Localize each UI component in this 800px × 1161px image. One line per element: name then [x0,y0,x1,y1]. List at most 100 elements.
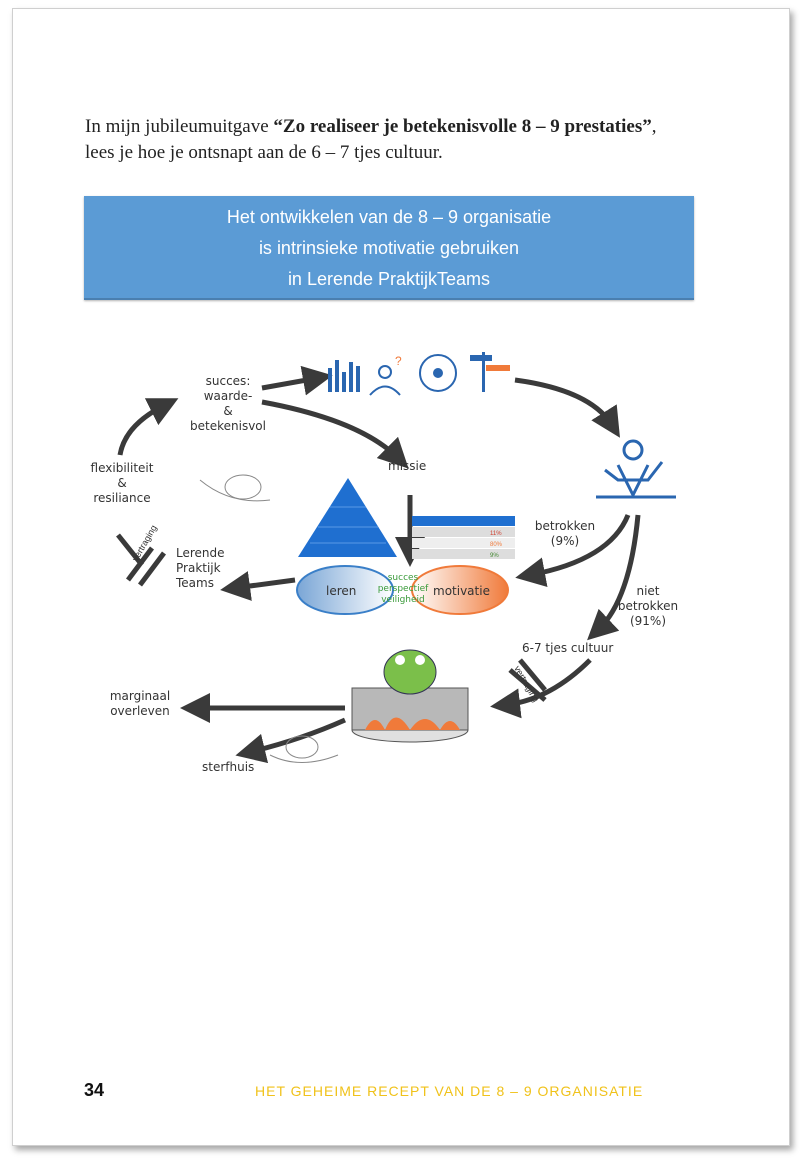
intro-text: , [651,116,657,137]
diagram-shape [482,352,485,392]
diagram-shape [470,355,492,361]
diagram-label: resiliance [93,491,150,505]
diagram-label: waarde- [204,389,253,403]
arrow-to-employee [514,377,620,438]
diagram-label: ? [395,354,402,368]
delay-symbol-left [116,533,166,587]
diagram-label: & [117,476,126,490]
arrow-to-missie [261,399,409,469]
diagram-label: Teams [175,576,214,590]
diagram-shape [116,533,144,567]
arrow-niet-betrokken [587,514,641,641]
diagram-shape [622,439,644,461]
arrow-to-frog [490,658,592,719]
diagram-shape [342,372,346,392]
lerende-praktijk-teams-label: Lerende Praktijk Teams [175,546,225,590]
cultuur-label: 6-7 tjes cultuur [522,641,613,655]
diagram-shape [616,464,650,499]
flexibility-label: flexibiliteit & resiliance [91,461,154,505]
diagram-label: perspectief [378,584,429,594]
table-value: 11% [490,531,502,537]
marginaal-label: marginaal overleven [110,689,170,718]
confused-person-icon: ? [369,354,402,396]
diagram-label: & [223,404,232,418]
diagram-shape [328,368,332,392]
niet-betrokken-label: niet betrokken (91%) [618,584,678,628]
flow-arrows [117,365,641,764]
diagram-shape [126,546,154,582]
arrow-to-teams [220,571,296,601]
diagram-label: niet [636,584,659,598]
diagram-shape [285,735,319,759]
betrokken-label: betrokken (9%) [535,519,595,548]
engagement-table: 11% 80% 9% [412,516,515,559]
diagram-shape [433,368,443,378]
center-values: succes perspectief veiligheid [378,573,429,605]
diagram-shape [518,658,547,692]
banner-line: is intrinsieke motivatie gebruiken [258,238,520,258]
network-icon [419,354,457,392]
diagram-shape [378,365,392,379]
sterfhuis-label: sterfhuis [202,760,254,774]
pyramid-graphic [298,478,397,557]
diagram-shape [349,362,353,392]
diagram-shape [415,655,425,665]
diagram-label: (91%) [630,614,666,628]
intro-paragraph: In mijn jubileumuitgave “Zo realiseer je… [85,114,725,166]
diagram-label: (9%) [551,534,579,548]
diagram-label: veiligheid [381,595,425,605]
page-number: 34 [84,1080,105,1100]
diagram-label: flexibiliteit [91,461,154,475]
diagram-shape [365,717,460,730]
diagram-label: succes [388,573,419,583]
diagram-label: succes: [206,374,251,388]
diagram-shape [412,516,515,526]
motivatie-loop [411,565,509,615]
diagram-shape [199,479,271,502]
snail-sketch [269,735,339,763]
intro-text: In mijn jubileumuitgave [85,116,274,137]
diagram-shape [419,354,457,392]
diagram-shape [356,366,360,392]
table-value: 9% [490,553,499,559]
motivatie-label: motivatie [433,584,490,598]
missie-label: missie [388,459,426,473]
running-footer-title: HET GEHEIME RECEPT VAN DE 8 – 9 ORGANISA… [255,1083,644,1099]
banner-line: in Lerende PraktijkTeams [287,269,491,289]
arrow-flex-succes [117,398,179,456]
succes-label: succes: waarde- & betekenisvol [190,374,266,433]
delay-symbol-right [508,658,547,702]
diagram-shape [138,551,166,587]
frog-in-pot-illustration [351,649,469,743]
banner-line: Het ontwikkelen van de 8 – 9 organisatie [226,207,552,227]
arrow-sterfhuis [235,717,347,764]
diagram-shape [269,754,339,763]
analytics-icons: ? [328,352,510,396]
diagram-label: Praktijk [176,561,221,575]
diagram-shape [486,365,510,371]
arrow-to-icons [261,365,333,396]
arrow-betrokken [515,514,631,587]
leren-loop [296,565,394,615]
snail-sketch [199,474,271,502]
diagram-label: betrokken [535,519,595,533]
diagram-label: marginaal [110,689,170,703]
book-title: “Zo realiseer je betekenisvolle 8 – 9 pr… [273,116,652,137]
diagram-label: betrokken [618,599,678,613]
intro-text-line2: lees je hoe je ontsnapt aan de 6 – 7 tje… [85,142,443,163]
table-value: 80% [490,542,503,548]
diagram-shape [412,527,515,537]
diagram-shape [395,655,405,665]
diagram-shape [412,538,515,548]
diagram-label: betekenisvol [190,419,266,433]
diagram-shape [224,474,262,500]
diagram-shape [604,461,664,482]
diagram-shape [412,549,515,559]
diagram-shape [369,385,401,396]
banner: Het ontwikkelen van de 8 – 9 organisatie… [84,196,694,300]
diagram-shape [335,360,339,392]
employee-icon [596,439,676,499]
leren-label: leren [326,584,356,598]
diagram-label: overleven [110,704,170,718]
